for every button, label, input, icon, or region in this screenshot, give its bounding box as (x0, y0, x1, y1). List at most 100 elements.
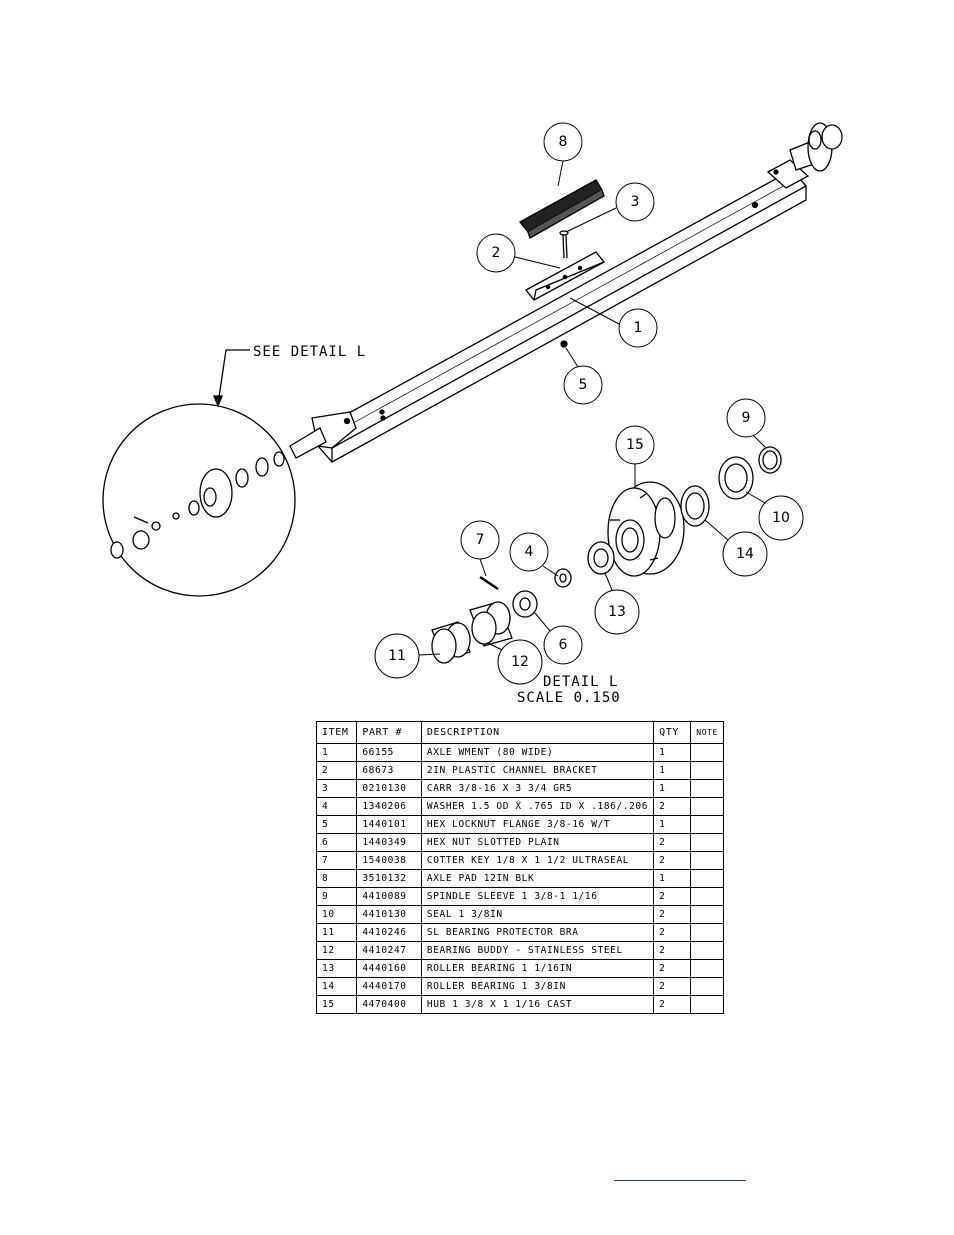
col-header-description: DESCRIPTION (420, 721, 655, 744)
cell-description: ROLLER BEARING 1 3/8IN (420, 977, 655, 996)
cell-description: WASHER 1.5 OD X .765 ID X .186/.206 (420, 797, 655, 816)
cell-note (690, 905, 724, 924)
cell-item: 2 (315, 761, 358, 780)
cell-item: 3 (315, 779, 358, 798)
cell-description: 2IN PLASTIC CHANNEL BRACKET (420, 761, 655, 780)
cell-description: AXLE PAD 12IN BLK (420, 869, 655, 888)
detail-miniature (110, 451, 285, 559)
cell-qty: 2 (653, 905, 692, 924)
col-header-note: NOTE (690, 721, 724, 744)
cell-item: 9 (315, 887, 358, 906)
col-header-part: PART # (356, 721, 422, 744)
cell-part: 4410130 (356, 905, 422, 924)
callout-4: 4 (525, 544, 534, 560)
cell-item: 5 (315, 815, 358, 834)
cell-item: 10 (315, 905, 358, 924)
cell-item: 1 (315, 743, 358, 762)
see-detail-note: SEE DETAIL L (253, 344, 366, 360)
detail-scale: SCALE 0.150 (517, 690, 621, 706)
cell-description: SPINDLE SLEEVE 1 3/8-1 1/16 (420, 887, 655, 906)
axle-pad (519, 179, 605, 239)
callout-12: 12 (511, 654, 529, 670)
callout-2: 2 (492, 245, 501, 261)
cell-description: CARR 3/8-16 X 3 3/4 GR5 (420, 779, 655, 798)
cell-item: 4 (315, 797, 358, 816)
col-header-qty: QTY (653, 721, 692, 744)
cell-note (690, 887, 724, 906)
callout-5: 5 (579, 377, 588, 393)
detail-title: DETAIL L (543, 674, 618, 690)
channel-bracket (525, 251, 605, 301)
cell-note (690, 815, 724, 834)
cell-description: HUB 1 3/8 X 1 1/16 CAST (420, 995, 655, 1014)
cell-item: 7 (315, 851, 358, 870)
cell-description: HEX NUT SLOTTED PLAIN (420, 833, 655, 852)
callout-13: 13 (608, 604, 626, 620)
callout-14: 14 (736, 546, 754, 562)
cell-note (690, 977, 724, 996)
cell-part: 1440349 (356, 833, 422, 852)
carriage-bolt (559, 230, 569, 259)
col-header-item: ITEM (315, 721, 358, 744)
cell-item: 12 (315, 941, 358, 960)
cell-part: 1340206 (356, 797, 422, 816)
cell-qty: 1 (653, 779, 692, 798)
cell-note (690, 995, 724, 1014)
cell-part: 4410246 (356, 923, 422, 942)
cell-part: 4440170 (356, 977, 422, 996)
callout-1: 1 (634, 320, 643, 336)
cell-qty: 2 (653, 941, 692, 960)
cell-qty: 2 (653, 851, 692, 870)
cell-note (690, 797, 724, 816)
cell-item: 15 (315, 995, 358, 1014)
callout-9: 9 (742, 410, 751, 426)
cell-part: 4470400 (356, 995, 422, 1014)
left-spindle (289, 411, 357, 459)
exploded-parts (431, 446, 782, 664)
cell-qty: 2 (653, 923, 692, 942)
cell-item: 11 (315, 923, 358, 942)
callout-7: 7 (476, 532, 485, 548)
callout-8: 8 (559, 134, 568, 150)
callout-11: 11 (388, 648, 406, 664)
cell-qty: 1 (653, 761, 692, 780)
cell-description: ROLLER BEARING 1 1/16IN (420, 959, 655, 978)
cell-part: 0210130 (356, 779, 422, 798)
cell-qty: 1 (653, 815, 692, 834)
cell-description: HEX LOCKNUT FLANGE 3/8-16 W/T (420, 815, 655, 834)
cell-description: COTTER KEY 1/8 X 1 1/2 ULTRASEAL (420, 851, 655, 870)
cell-note (690, 833, 724, 852)
cell-note (690, 761, 724, 780)
hex-locknut (560, 340, 568, 348)
footer-link[interactable] (614, 1166, 746, 1181)
exploded-assembly-drawing: 8 3 2 1 5 9 15 10 14 7 4 13 6 11 12 SEE … (102, 122, 843, 706)
cell-part: 1440101 (356, 815, 422, 834)
detail-leader (217, 349, 250, 405)
cell-note (690, 779, 724, 798)
cell-description: SL BEARING PROTECTOR BRA (420, 923, 655, 942)
cell-part: 3510132 (356, 869, 422, 888)
cell-part: 4410247 (356, 941, 422, 960)
callout-3: 3 (631, 194, 640, 210)
cell-note (690, 923, 724, 942)
cell-note (690, 941, 724, 960)
cell-part: 4410089 (356, 887, 422, 906)
right-hub (766, 122, 843, 189)
cell-item: 14 (315, 977, 358, 996)
